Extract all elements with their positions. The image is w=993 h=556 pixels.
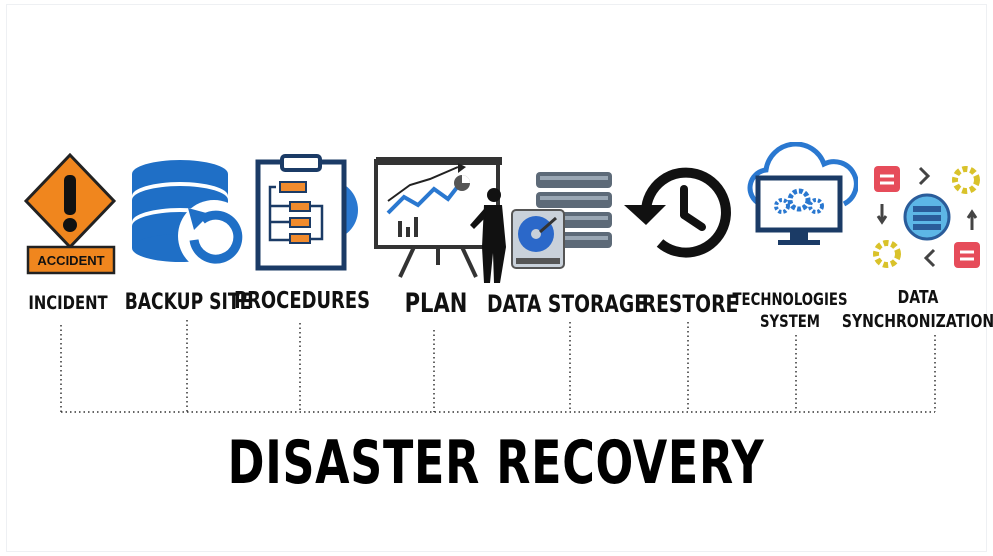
clipboard-flowchart-icon (255, 154, 358, 271)
database-backup-icon (132, 160, 248, 272)
cloud-monitor-gears-icon (747, 142, 858, 245)
label-sync-line1: DATA (897, 287, 939, 308)
label-data-storage: DATA STORAGE (486, 290, 648, 318)
label-technologies-line2: SYSTEM (759, 312, 821, 332)
presentation-board-icon (374, 157, 506, 283)
accident-sign-icon: ACCIDENT (23, 153, 117, 275)
label-data-synchronization: DATA SYNCHRONIZATION (842, 286, 993, 334)
label-technologies-line1: TECHNOLOGIES (732, 290, 848, 310)
label-sync-line2: SYNCHRONIZATION (841, 311, 993, 332)
history-clock-icon (624, 167, 731, 258)
label-restore: RESTORE (641, 290, 739, 318)
sync-cycle-icon (873, 166, 980, 268)
accident-badge-text: ACCIDENT (37, 253, 104, 268)
diagram-title: DISASTER RECOVERY (227, 428, 765, 498)
label-incident: INCIDENT (28, 292, 108, 314)
label-technologies-system: TECHNOLOGIES SYSTEM (733, 289, 848, 333)
label-backup-site: BACKUP SITE (124, 290, 252, 315)
diagram-frame (6, 4, 987, 552)
label-procedures: PROCEDURES (233, 288, 371, 314)
server-harddrive-icon (511, 172, 612, 269)
label-plan: PLAN (404, 288, 468, 319)
